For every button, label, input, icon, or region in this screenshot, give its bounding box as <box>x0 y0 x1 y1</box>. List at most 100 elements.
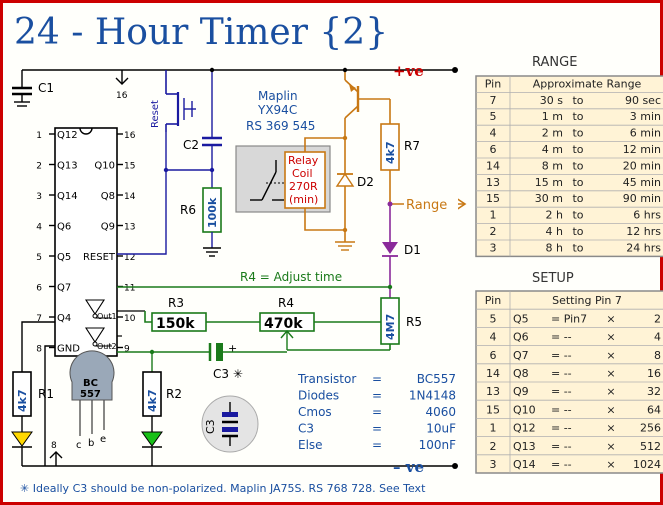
reset-label: Reset <box>150 100 161 128</box>
r7-value: 4k7 <box>384 141 397 164</box>
chip-left-label: Q6 <box>57 222 71 233</box>
oscillator-inverters: Out1 Out2 <box>84 299 145 351</box>
resistor-r4-potentiometer[interactable]: 470k R4 <box>259 296 315 350</box>
range-table-title: RANGE <box>532 55 577 70</box>
pin16-arrow: 16 <box>115 70 129 101</box>
table-cell: 6 <box>490 143 497 156</box>
resistor-r7: 4k7 R7 <box>380 99 420 204</box>
table-cell: to <box>572 241 583 254</box>
table-cell: 3 min <box>630 110 661 123</box>
table-cell: 5 <box>490 110 497 123</box>
table-cell: 13 <box>486 176 500 189</box>
table-cell: 30 m <box>535 192 563 205</box>
bc557-package: BC 557 c b e <box>69 350 115 451</box>
chip-right-pin-number: 15 <box>124 162 135 172</box>
bc557-line1: BC <box>83 378 98 389</box>
out2-label: Out2 <box>97 342 117 351</box>
spec-value: 4060 <box>425 405 456 419</box>
r2-value: 4k7 <box>146 389 159 412</box>
reset-switch[interactable]: Reset <box>150 70 196 132</box>
chip-left-label: Q14 <box>57 191 78 202</box>
chip-right-label: Q8 <box>101 191 115 202</box>
table-cell: to <box>572 176 583 189</box>
spec-name: Cmos <box>298 405 332 419</box>
table-cell: to <box>572 209 583 222</box>
resistor-r2: 4k7 R2 <box>141 371 182 466</box>
spec-name: Diodes <box>298 389 339 403</box>
chip-right-label: RESET <box>83 252 116 263</box>
table-header: Pin <box>485 77 501 90</box>
table-cell: × <box>606 440 615 453</box>
table-cell: 4 h <box>546 225 563 238</box>
r6-label: R6 <box>180 203 196 217</box>
table-cell: 8 m <box>542 159 563 172</box>
table-cell: 1 <box>490 422 497 435</box>
r3-label: R3 <box>168 296 184 310</box>
chip-left-pin-number: 5 <box>36 253 42 263</box>
table-header: Setting Pin 7 <box>552 294 622 307</box>
diode-d2: D2 <box>335 172 374 189</box>
table-cell: to <box>572 127 583 140</box>
pin8-label: 8 <box>51 441 57 451</box>
relay-coil-line1: Relay <box>288 154 319 167</box>
relay-part: YX94C <box>257 103 297 117</box>
table-cell: × <box>606 312 615 325</box>
chip-right-pin-number: 9 <box>124 345 130 355</box>
chip-right-pin-number: 14 <box>124 192 136 202</box>
chip-left-label: Q7 <box>57 283 71 294</box>
spec-value: 100nF <box>419 438 457 452</box>
table-cell: × <box>606 403 615 416</box>
c3-label: C3 ✳ <box>213 367 243 381</box>
c1-label: C1 <box>38 81 54 95</box>
table-cell: 24 hrs <box>626 241 661 254</box>
range-arrow: Range <box>387 196 467 213</box>
table-cell: = -- <box>551 422 572 435</box>
r3-value: 150k <box>156 316 195 332</box>
spec-eq: = <box>372 372 382 386</box>
capacitor-c3: + C3 ✳ <box>208 342 287 381</box>
table-cell: 7 <box>490 94 497 107</box>
table-cell: = -- <box>551 367 572 380</box>
spec-value: 10uF <box>426 422 456 436</box>
chip-left-pin-number: 4 <box>36 223 42 233</box>
chip-left-label: Q13 <box>57 161 78 172</box>
table-cell: to <box>572 94 583 107</box>
chip-right-pin-number: 11 <box>124 284 135 294</box>
table-cell: 2 h <box>546 209 563 222</box>
chip-right-pin-number: 16 <box>124 131 136 141</box>
r1-label: R1 <box>38 387 54 401</box>
table-cell: = -- <box>551 458 572 471</box>
table-cell: 4 <box>490 331 497 344</box>
table-cell: = -- <box>551 331 572 344</box>
spec-value: BC557 <box>417 372 456 386</box>
negative-rail-label: – ve <box>393 458 424 476</box>
table-cell: 6 hrs <box>633 209 661 222</box>
resistor-r5: 4M7 R5 <box>380 297 422 350</box>
c2-label: C2 <box>183 138 199 152</box>
negative-rail: – ve <box>22 458 458 476</box>
table-cell: Q14 <box>513 458 536 471</box>
table-cell: 15 m <box>535 176 563 189</box>
table-cell: 45 min <box>623 176 661 189</box>
chip-right-label: Q10 <box>94 161 115 172</box>
table-cell: 4 <box>654 331 661 344</box>
table-cell: 5 <box>490 312 497 325</box>
footnote: ✳ Ideally C3 should be non-polarized. Ma… <box>20 482 426 495</box>
positive-rail-label: +ve <box>393 62 424 80</box>
table-cell: 8 <box>654 349 661 362</box>
table-cell: 8 h <box>546 241 563 254</box>
table-cell: 4 m <box>542 143 563 156</box>
table-cell: to <box>572 143 583 156</box>
table-cell: × <box>606 422 615 435</box>
table-cell: 6 <box>490 349 497 362</box>
chip-left-pin-number: 8 <box>36 345 42 355</box>
c3-plus: + <box>228 342 237 355</box>
relay-coil-line4: (min) <box>289 193 318 206</box>
table-header: Pin <box>485 294 501 307</box>
table-cell: 15 <box>486 192 500 205</box>
chip-left-label: GND <box>57 344 80 355</box>
table-cell: × <box>606 331 615 344</box>
spec-eq: = <box>372 422 382 436</box>
